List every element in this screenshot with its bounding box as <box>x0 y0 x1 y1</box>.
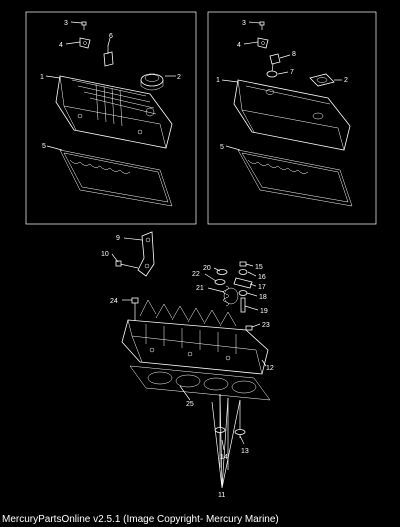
part-5-gasket <box>59 149 173 207</box>
part-17-rocker-arm <box>233 277 253 289</box>
callout-14: 14 <box>220 454 228 461</box>
part-3-screw <box>81 21 87 30</box>
part-13-exhaust-valve <box>234 400 246 438</box>
callout-23: 23 <box>262 322 270 329</box>
part-10-bolt <box>115 260 139 269</box>
callout-12: 12 <box>266 365 274 372</box>
part-4-clip <box>79 37 91 49</box>
callout-17: 17 <box>258 284 266 291</box>
part-8-pcv-valve <box>269 53 281 73</box>
callout-2: 2 <box>177 74 181 81</box>
part-1-valve-cover <box>233 79 351 151</box>
part-2-cap <box>309 73 335 87</box>
callout-21: 21 <box>196 285 204 292</box>
part-6-vent-fitting <box>103 45 114 67</box>
callout-1: 1 <box>40 74 44 81</box>
part-2-oil-cap <box>140 73 164 91</box>
part-3-screw <box>259 21 265 30</box>
part-23-plug <box>245 325 253 331</box>
callout-20: 20 <box>203 265 211 272</box>
part-25-head-gasket <box>129 365 271 401</box>
left-inset-box: 3 4 6 1 2 5 <box>25 11 197 225</box>
callout-13: 13 <box>241 448 249 455</box>
part-12-cylinder-head <box>121 299 269 375</box>
part-1-valve-cover <box>55 75 173 149</box>
part-4-clip <box>257 37 269 49</box>
callout-5: 5 <box>42 143 46 150</box>
callout-19: 19 <box>260 308 268 315</box>
part-7-grommet <box>266 70 278 78</box>
part-22-seal <box>214 279 226 285</box>
part-16-ball <box>238 269 248 275</box>
part-9-lifting-bracket <box>137 231 155 277</box>
callout-4: 4 <box>237 42 241 49</box>
part-21-spring <box>222 285 239 307</box>
callout-22: 22 <box>192 271 200 278</box>
callout-9: 9 <box>116 235 120 242</box>
footer-copyright: MercuryPartsOnline v2.5.1 (Image Copyrig… <box>2 514 279 525</box>
part-15-nut <box>239 261 247 267</box>
callout-11: 11 <box>218 492 225 499</box>
callout-10: 10 <box>101 251 109 258</box>
callout-2: 2 <box>344 77 348 84</box>
callout-24: 24 <box>110 298 118 305</box>
callout-4: 4 <box>59 42 63 49</box>
callout-18: 18 <box>259 294 267 301</box>
callout-16: 16 <box>258 274 266 281</box>
callout-6: 6 <box>109 33 113 40</box>
callout-7: 7 <box>290 69 294 76</box>
callout-25: 25 <box>186 401 194 408</box>
right-inset-box: 3 4 8 7 1 2 5 <box>207 11 377 225</box>
callout-3: 3 <box>64 20 68 27</box>
part-5-gasket <box>237 149 353 207</box>
callout-8: 8 <box>292 51 296 58</box>
cylinder-head-assembly: 9 10 15 20 22 16 17 21 18 24 19 23 12 25… <box>101 231 274 499</box>
callout-3: 3 <box>242 20 246 27</box>
part-19-stud <box>240 297 246 313</box>
callout-1: 1 <box>216 77 220 84</box>
part-18-ball <box>238 290 248 296</box>
callout-5: 5 <box>220 144 224 151</box>
callout-15: 15 <box>255 264 263 271</box>
